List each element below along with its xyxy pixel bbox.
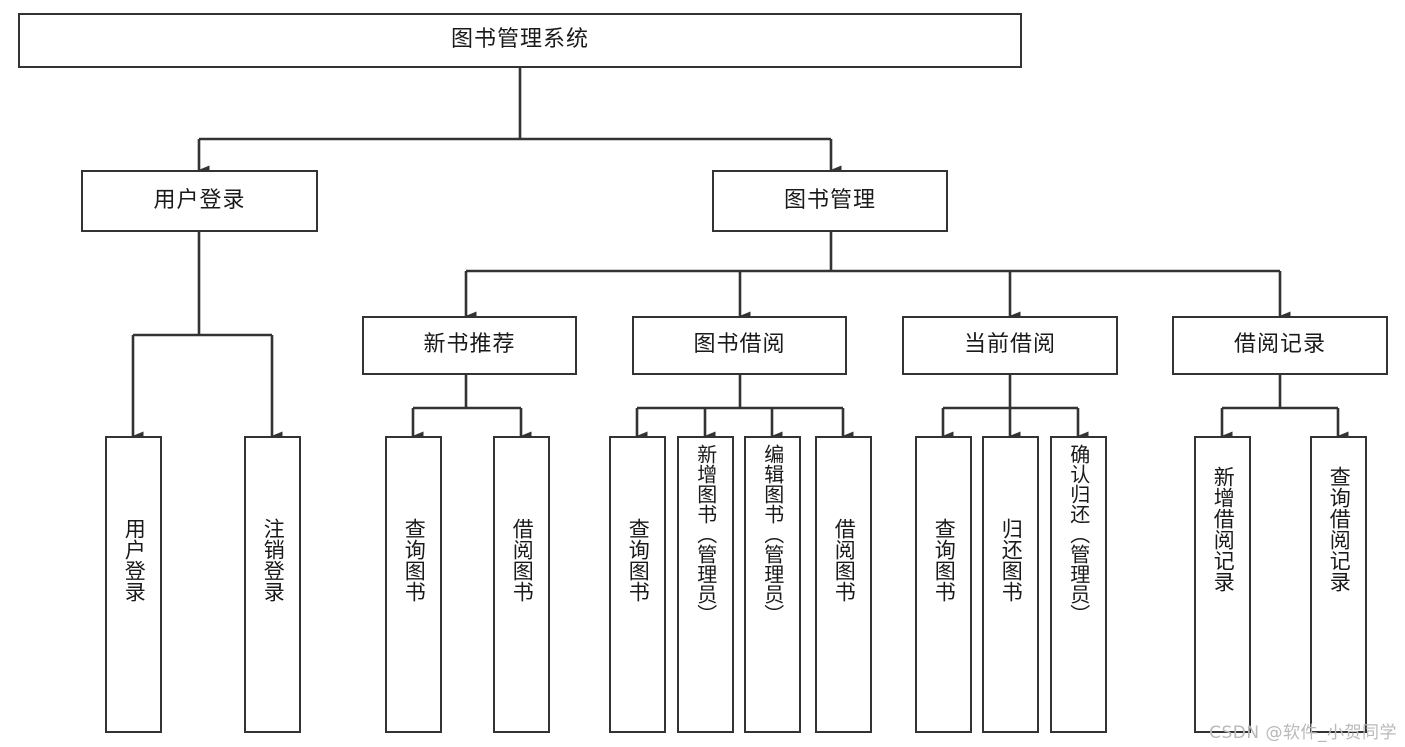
node-leaf-add-borrow-record[interactable]: 新增借阅记录: [1194, 436, 1251, 733]
node-label: 图书借阅: [693, 332, 786, 358]
node-label: 图书管理: [783, 187, 876, 213]
node-leaf-borrow-book-2[interactable]: 借阅图书: [815, 436, 872, 733]
node-leaf-logout-login[interactable]: 注销登录: [244, 436, 301, 733]
node-user-login[interactable]: 用户登录: [81, 170, 318, 232]
node-leaf-confirm-return-admin[interactable]: 确认归还（管理员）: [1050, 436, 1107, 733]
node-label: 编辑图书（管理员）: [760, 444, 785, 624]
csdn-watermark: CSDN @软件_小贺同学: [1209, 723, 1397, 743]
node-leaf-edit-book-admin[interactable]: 编辑图书（管理员）: [744, 436, 801, 733]
node-label: 用户登录: [122, 518, 147, 602]
node-label: 当前借阅: [963, 332, 1056, 358]
node-leaf-query-book-2[interactable]: 查询图书: [609, 436, 666, 733]
node-leaf-return-book[interactable]: 归还图书: [982, 436, 1039, 733]
node-label: 注销登录: [261, 518, 286, 602]
node-leaf-add-book-admin[interactable]: 新增图书（管理员）: [677, 436, 734, 733]
node-leaf-query-book-1[interactable]: 查询图书: [385, 436, 442, 733]
node-book-management[interactable]: 图书管理: [712, 170, 948, 232]
node-current-borrow[interactable]: 当前借阅: [902, 316, 1118, 375]
node-leaf-borrow-book-1[interactable]: 借阅图书: [493, 436, 550, 733]
node-label: 确认归还（管理员）: [1066, 444, 1091, 624]
node-label: 图书管理系统: [450, 27, 589, 53]
node-new-book-recommend[interactable]: 新书推荐: [362, 316, 577, 375]
node-label: 新书推荐: [423, 332, 516, 358]
node-borrow-record[interactable]: 借阅记录: [1172, 316, 1388, 375]
node-leaf-query-borrow-record[interactable]: 查询借阅记录: [1310, 436, 1367, 733]
node-label: 查询图书: [626, 518, 651, 602]
node-label: 借阅记录: [1233, 332, 1326, 358]
node-label: 查询借阅记录: [1327, 466, 1352, 592]
node-book-borrow[interactable]: 图书借阅: [632, 316, 847, 375]
node-leaf-query-book-3[interactable]: 查询图书: [915, 436, 972, 733]
node-label: 归还图书: [999, 518, 1024, 602]
node-leaf-user-login[interactable]: 用户登录: [105, 436, 162, 733]
node-label: 查询图书: [932, 518, 957, 602]
node-label: 借阅图书: [832, 518, 857, 602]
node-label: 新增图书（管理员）: [693, 444, 718, 624]
node-label: 借阅图书: [510, 518, 535, 602]
node-root-system[interactable]: 图书管理系统: [18, 13, 1022, 68]
node-label: 用户登录: [153, 187, 246, 213]
node-label: 新增借阅记录: [1211, 466, 1236, 592]
node-label: 查询图书: [402, 518, 427, 602]
